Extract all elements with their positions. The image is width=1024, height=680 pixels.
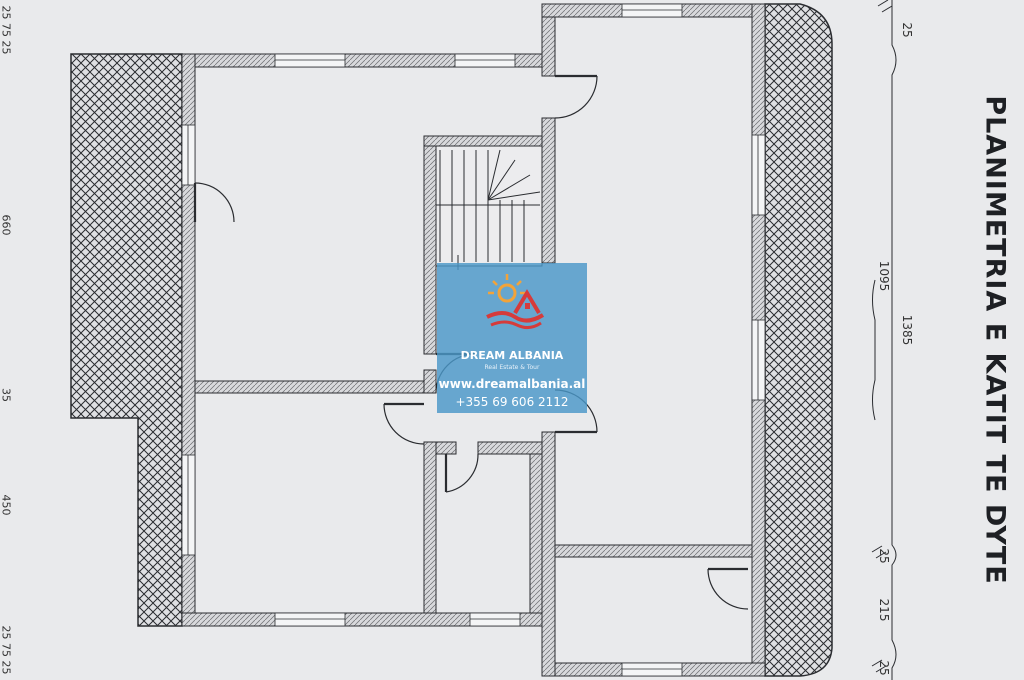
windows — [181, 3, 766, 677]
dream-albania-logo-icon — [486, 274, 545, 330]
watermark-phone: +355 69 606 2112 — [455, 395, 569, 409]
dimension-label: 25 75 25 — [0, 5, 13, 55]
dimension-label: 25 — [877, 548, 891, 564]
dimension-label: 35 — [0, 388, 13, 402]
watermark-tagline: Real Estate & Tour — [484, 364, 540, 371]
staircase — [435, 145, 543, 270]
dimension-label: 450 — [0, 494, 13, 516]
dimension-label: 660 — [0, 214, 13, 236]
plan-title: PLANIMETRIA E KATIT TE DYTE — [979, 95, 1011, 585]
right-balcony — [764, 3, 833, 677]
dimension-label: 1385 — [900, 314, 914, 346]
dimension-lines — [871, 0, 897, 680]
dimension-label: 1095 — [877, 260, 891, 292]
interior-walls — [194, 135, 753, 614]
watermark-website: www.dreamalbania.al — [438, 377, 586, 391]
dimension-label: 25 75 25 — [0, 625, 13, 675]
dimension-label: 25 — [900, 22, 914, 38]
watermark-badge: DREAM ALBANIA Real Estate & Tour www.dre… — [437, 263, 587, 413]
dimension-label: 25 — [877, 660, 891, 676]
left-terrace — [70, 53, 183, 627]
watermark-brand: DREAM ALBANIA — [460, 349, 564, 362]
dimension-label: 215 — [877, 598, 891, 622]
